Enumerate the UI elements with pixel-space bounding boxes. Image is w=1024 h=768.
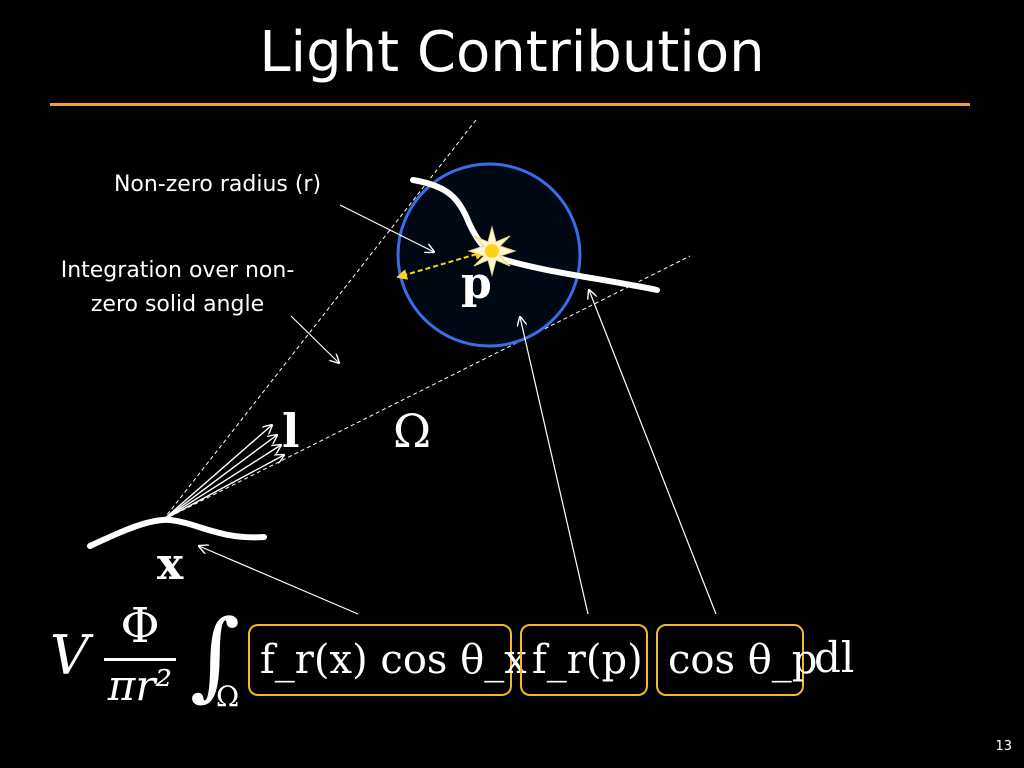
term-brdf-x-box: f_r(x) cos θ_x [248, 624, 527, 696]
cone-edge-lower [162, 255, 691, 521]
term-cos-p-box: cos θ_p [656, 624, 817, 696]
brdf-p-annotation-arrow [520, 317, 589, 615]
fraction-bar [104, 658, 176, 661]
direction-arrows [162, 425, 284, 521]
direction-symbol: l [282, 404, 300, 458]
receiving-surface-curve [87, 516, 267, 549]
formula-integral-sign: ∫ [190, 599, 241, 711]
cone-edge-upper [162, 119, 477, 521]
title-underline [50, 103, 970, 106]
radius-label: Non-zero radius (r) [113, 172, 322, 197]
slide-title: Light Contribution [259, 20, 765, 85]
solid-angle-symbol: Ω [393, 404, 432, 458]
radius-arrow [398, 252, 484, 277]
formula-visibility: V [50, 624, 89, 687]
formula-fraction: Φ πr² [104, 600, 176, 710]
formula-flux: Φ [120, 598, 160, 654]
surface-point-symbol: x [157, 539, 184, 590]
x-annotation-arrow [199, 546, 359, 615]
formula-integral-domain: Ω [216, 680, 240, 713]
light-contribution-formula: V Φ πr² ∫ Ω f_r(x) cos θ_x f_r(p) cos θ_… [50, 600, 900, 720]
term-brdf-p-box: f_r(p) [520, 624, 648, 696]
light-point-star-icon [467, 225, 517, 277]
cos-p-annotation-arrow [589, 290, 717, 615]
radius-label-arrow [339, 204, 434, 252]
slide-number: 13 [995, 739, 1012, 754]
integration-label: Integration over non-zero solid angle [60, 258, 295, 317]
point-light-symbol: p [461, 258, 492, 309]
integration-label-arrow [290, 315, 339, 363]
formula-differential: dl [814, 633, 855, 682]
formula-denominator: πr² [107, 661, 173, 710]
